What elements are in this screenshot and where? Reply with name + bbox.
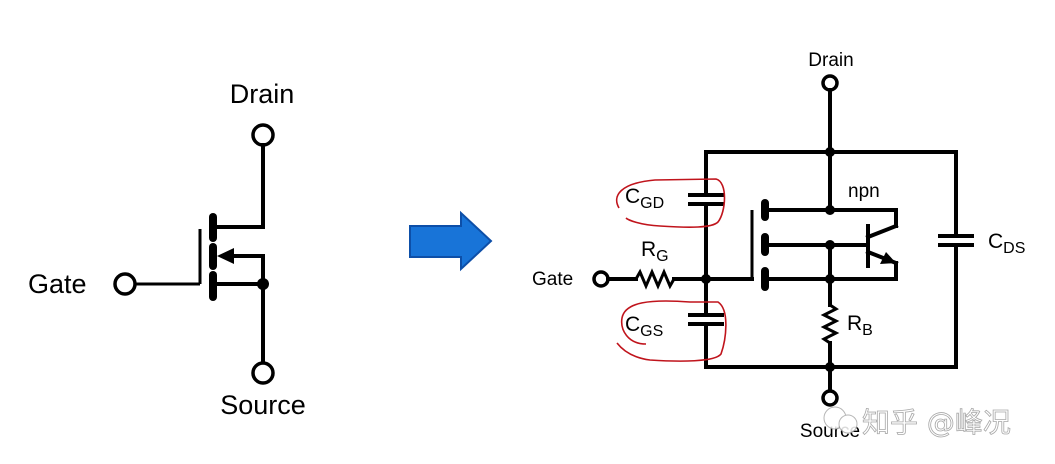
- inner-body-dot: [825, 240, 835, 250]
- cds-sub: DS: [1003, 240, 1025, 257]
- right-source-terminal: [821, 389, 839, 407]
- cgs-sub: GS: [640, 323, 663, 340]
- mosfet-symbol: Drain Gate Source: [28, 79, 306, 420]
- left-body-arrow-icon: [217, 248, 234, 264]
- equivalent-circuit: Drain CGD CGS Gate RG: [532, 50, 1025, 442]
- bjt-collector: [865, 223, 899, 240]
- rb-resistor: [820, 303, 840, 345]
- rb-main: R: [847, 312, 862, 335]
- rb-sub: B: [862, 322, 873, 339]
- npn-label: npn: [848, 181, 880, 202]
- right-drain-label: Drain: [808, 50, 853, 71]
- rb-label: RB: [847, 312, 873, 339]
- cgs-main: C: [625, 313, 640, 336]
- right-gate-terminal: [592, 270, 610, 288]
- cds-main: C: [988, 230, 1003, 253]
- cgd-main: C: [625, 185, 640, 208]
- rg-label: RG: [641, 238, 669, 265]
- left-drain-terminal: [251, 123, 275, 147]
- rg-resistor: [634, 268, 676, 290]
- cgd-highlight: [615, 178, 726, 228]
- bjt-emitter-arrow-icon: [880, 252, 896, 264]
- left-source-terminal: [251, 361, 275, 385]
- watermark-logo-icon-2: [838, 414, 858, 434]
- cds-label: CDS: [988, 230, 1025, 257]
- cgd-sub: GD: [640, 195, 664, 212]
- rg-main: R: [641, 238, 656, 261]
- watermark: 知乎 @峰况: [823, 406, 1011, 439]
- right-gate-label: Gate: [532, 269, 573, 290]
- cgs-highlight: [616, 300, 727, 362]
- watermark-text: 知乎 @峰况: [862, 406, 1011, 439]
- left-source-label: Source: [220, 390, 306, 420]
- rg-sub: G: [656, 248, 668, 265]
- cgd-label: CGD: [625, 185, 664, 212]
- left-gate-terminal: [113, 272, 137, 296]
- inner-drain-dot: [825, 205, 835, 215]
- right-drain-terminal: [821, 74, 839, 92]
- transform-arrow-icon: [409, 210, 493, 272]
- cgs-label: CGS: [625, 313, 663, 340]
- left-drain-label: Drain: [230, 79, 295, 109]
- left-gate-label: Gate: [28, 269, 87, 299]
